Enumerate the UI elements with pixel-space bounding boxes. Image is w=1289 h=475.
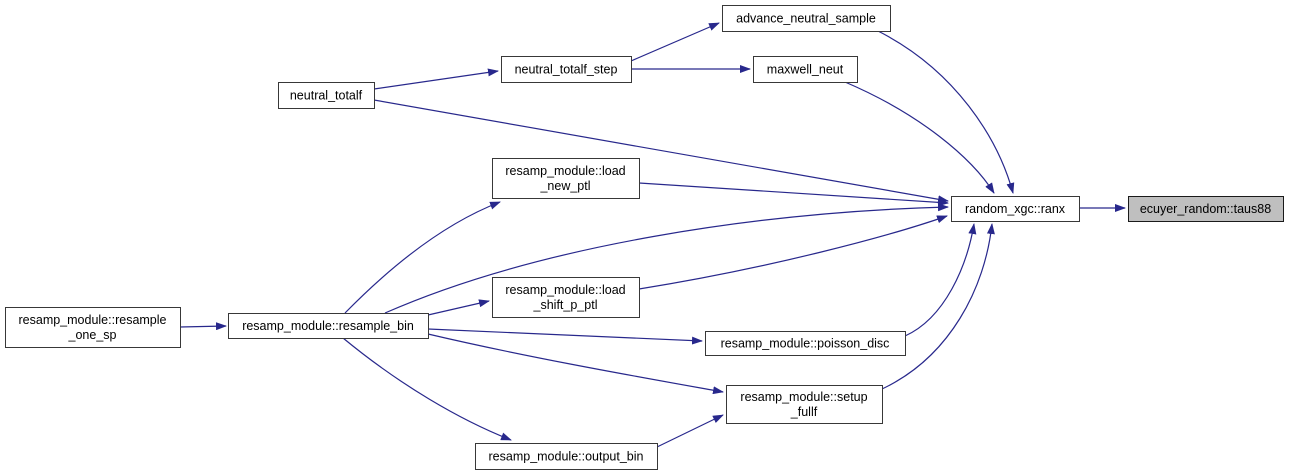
node-label-output_bin: resamp_module::output_bin [489, 449, 644, 463]
node-box-neutral_totalf[interactable] [278, 82, 375, 109]
edge-load_shift_p_ptl-to-ranx [638, 215, 948, 290]
node-label-poisson_disc: resamp_module::poisson_disc [721, 336, 890, 350]
edge-advance_neutral_sample-to-ranx [877, 30, 1015, 194]
edge-resample_bin-to-load_shift_p_ptl [427, 299, 490, 316]
node-label-resample_one_sp: resamp_module::resample_one_sp [19, 313, 167, 342]
node-label-neutral_totalf_step: neutral_totalf_step [515, 62, 618, 76]
node-box-taus88 [1128, 196, 1284, 222]
node-neutral_totalf[interactable]: neutral_totalf [278, 82, 375, 109]
node-label-neutral_totalf: neutral_totalf [290, 88, 363, 102]
node-box-load_shift_p_ptl[interactable] [492, 277, 640, 318]
edge-resample_bin-to-setup_fullf [427, 333, 724, 395]
edge-neutral_totalf_step-to-advance_neutral_sample [630, 22, 720, 62]
node-box-setup_fullf[interactable] [726, 385, 883, 424]
node-box-advance_neutral_sample[interactable] [722, 5, 891, 32]
node-label-taus88: ecuyer_random::taus88 [1140, 202, 1271, 216]
edge-resample_bin-to-load_new_ptl [344, 201, 501, 314]
node-label-resample_bin: resamp_module::resample_bin [242, 319, 414, 333]
edge-load_new_ptl-to-ranx [638, 182, 949, 207]
node-ranx[interactable]: random_xgc::ranx [951, 196, 1080, 222]
node-box-poisson_disc[interactable] [705, 331, 906, 356]
node-box-resample_one_sp[interactable] [5, 307, 181, 348]
edge-poisson_disc-to-ranx [904, 223, 977, 337]
node-resample_one_sp[interactable]: resamp_module::resample_one_sp [5, 307, 181, 348]
node-maxwell_neut[interactable]: maxwell_neut [753, 56, 858, 83]
node-box-neutral_totalf_step[interactable] [501, 56, 632, 83]
node-load_new_ptl[interactable]: resamp_module::load_new_ptl [492, 158, 640, 199]
node-box-output_bin[interactable] [475, 443, 658, 470]
node-label-advance_neutral_sample: advance_neutral_sample [736, 11, 876, 25]
node-box-ranx[interactable] [951, 196, 1080, 222]
edge-resample_bin-to-poisson_disc [427, 328, 703, 345]
edge-neutral_totalf-to-ranx [373, 99, 949, 204]
edge-maxwell_neut-to-ranx [844, 81, 995, 194]
node-label-maxwell_neut: maxwell_neut [767, 62, 844, 76]
edge-resample_one_sp-to-resample_bin [179, 322, 227, 331]
node-label-setup_fullf: resamp_module::setup_fullf [740, 390, 867, 419]
node-neutral_totalf_step[interactable]: neutral_totalf_step [501, 56, 632, 83]
node-advance_neutral_sample[interactable]: advance_neutral_sample [722, 5, 891, 32]
node-resample_bin[interactable]: resamp_module::resample_bin [228, 313, 429, 339]
node-load_shift_p_ptl[interactable]: resamp_module::load_shift_p_ptl [492, 277, 640, 318]
edge-setup_fullf-to-ranx [881, 223, 995, 390]
node-setup_fullf[interactable]: resamp_module::setup_fullf [726, 385, 883, 424]
node-label-load_new_ptl: resamp_module::load_new_ptl [505, 164, 625, 193]
node-label-load_shift_p_ptl: resamp_module::load_shift_p_ptl [505, 283, 625, 312]
node-taus88: ecuyer_random::taus88 [1128, 196, 1284, 222]
node-output_bin[interactable]: resamp_module::output_bin [475, 443, 658, 470]
node-box-maxwell_neut[interactable] [753, 56, 858, 83]
node-box-resample_bin[interactable] [228, 313, 429, 339]
node-poisson_disc[interactable]: resamp_module::poisson_disc [705, 331, 906, 356]
node-label-ranx: random_xgc::ranx [965, 202, 1066, 216]
node-box-load_new_ptl[interactable] [492, 158, 640, 199]
edge-neutral_totalf-to-neutral_totalf_step [373, 68, 499, 90]
edge-resample_bin-to-output_bin [342, 337, 512, 441]
edge-output_bin-to-setup_fullf [656, 414, 724, 448]
edge-resample_bin-to-ranx [384, 203, 949, 314]
